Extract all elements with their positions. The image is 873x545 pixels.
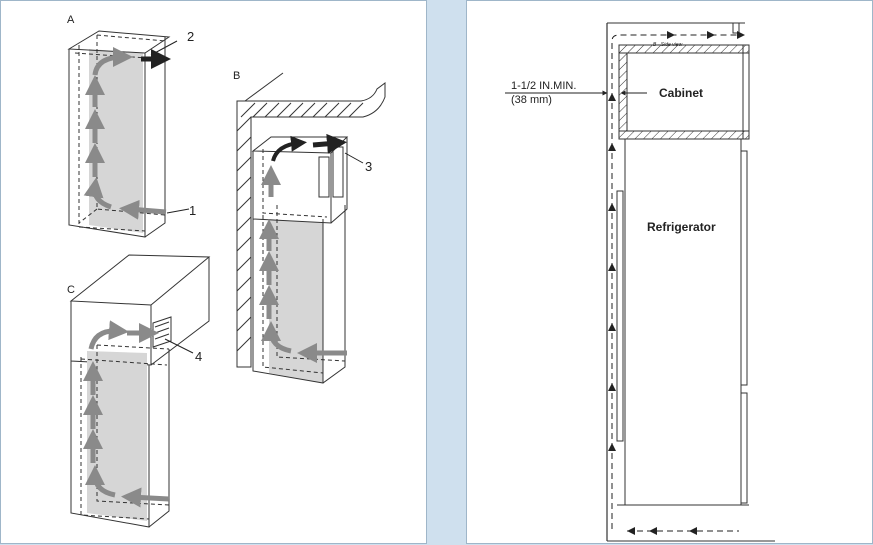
refrigerator-label: Refrigerator [647,220,716,234]
callout-2: 2 [187,29,194,44]
variant-c: C 4 [67,254,211,528]
variant-a: A 2 1 [67,14,196,238]
callout-4: 4 [195,349,202,364]
callout-3: 3 [365,159,372,174]
variant-a-side [144,37,166,238]
cabinet-bottom-shelf [618,130,750,140]
variant-b: B [233,70,386,384]
label-b: B [233,70,240,82]
variant-a-top [67,30,171,54]
ventilation-diagrams-abc: A 2 1 B [67,14,386,528]
min-gap-metric-label: (38 mm) [511,94,552,106]
label-a: A [67,14,75,26]
refrigerator-body [624,138,742,506]
variant-a-front [68,49,146,238]
side-view-label: B - Side view [653,42,683,48]
right-diagram-panel: B - Side view 1-1/2 IN.MIN. (38 mm) Cabi… [466,0,873,544]
left-diagram-panel: A 2 1 B [0,0,427,544]
cabinet-back [618,52,628,132]
min-gap-label: 1-1/2 IN.MIN. [511,80,576,92]
cabinet-label: Cabinet [659,86,703,100]
cabinet-top-shelf [618,44,750,54]
label-c: C [67,284,75,296]
callout-1: 1 [189,203,196,218]
side-view-diagram: B - Side view 1-1/2 IN.MIN. (38 mm) Cabi… [505,22,775,542]
